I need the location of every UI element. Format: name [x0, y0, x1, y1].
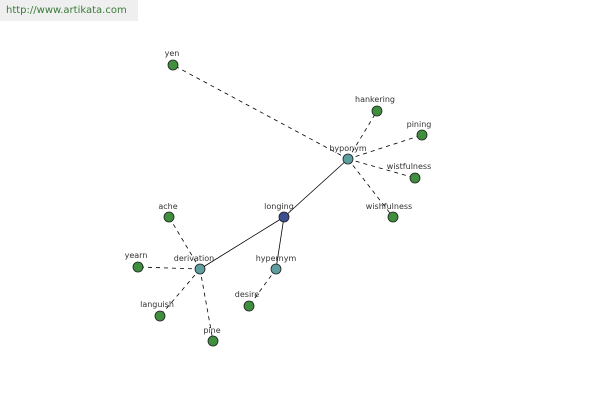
node-label-longing: longing: [264, 202, 294, 211]
node-label-pining: pining: [407, 120, 432, 129]
node-languish[interactable]: languish: [140, 300, 174, 322]
edge-hyponym-wistfulness: [347, 158, 416, 179]
node-desire[interactable]: desire: [235, 290, 260, 312]
node-dot-yearn[interactable]: [132, 261, 144, 273]
node-dot-hankering[interactable]: [371, 105, 383, 117]
node-hankering[interactable]: hankering: [355, 95, 395, 117]
node-label-hyponym: hyponym: [329, 144, 367, 153]
node-label-derivation: derivation: [174, 254, 214, 263]
edge-derivation-languish: [159, 268, 201, 317]
node-label-yen: yen: [165, 49, 180, 58]
watermark-url: http://www.artikata.com: [6, 5, 127, 16]
edge-hyponym-yen: [172, 64, 349, 160]
node-label-wishfulness: wishfulness: [366, 202, 412, 211]
node-label-ache: ache: [158, 202, 177, 211]
node-dot-wishfulness[interactable]: [387, 211, 399, 223]
node-label-yearn: yearn: [125, 251, 148, 260]
edges-layer: [137, 64, 423, 342]
node-dot-hyponym[interactable]: [342, 153, 354, 165]
node-dot-hypernym[interactable]: [270, 263, 282, 275]
node-wistfulness[interactable]: wistfulness: [387, 162, 432, 184]
node-label-desire: desire: [235, 290, 260, 299]
edge-longing-derivation: [199, 216, 285, 270]
node-hyponym[interactable]: hyponym: [329, 144, 367, 165]
node-dot-desire[interactable]: [243, 300, 255, 312]
edge-hyponym-pining: [347, 134, 423, 160]
edge-derivation-yearn: [137, 266, 201, 270]
node-dot-wistfulness[interactable]: [409, 172, 421, 184]
watermark-banner: http://www.artikata.com: [0, 0, 138, 21]
node-label-hypernym: hypernym: [256, 254, 297, 263]
node-hypernym[interactable]: hypernym: [256, 254, 297, 275]
node-dot-pining[interactable]: [416, 129, 428, 141]
edge-derivation-ache: [168, 216, 201, 270]
node-dot-derivation[interactable]: [194, 263, 206, 275]
node-dot-longing[interactable]: [278, 211, 290, 223]
node-derivation[interactable]: derivation: [174, 254, 214, 275]
node-yearn[interactable]: yearn: [125, 251, 148, 273]
node-label-wistfulness: wistfulness: [387, 162, 432, 171]
edge-hypernym-desire: [248, 268, 277, 307]
edge-longing-hyponym: [283, 158, 349, 218]
node-label-pine: pine: [203, 326, 220, 335]
node-pine[interactable]: pine: [203, 326, 221, 347]
node-pining[interactable]: pining: [407, 120, 432, 141]
node-label-hankering: hankering: [355, 95, 395, 104]
node-longing[interactable]: longing: [264, 202, 294, 223]
node-ache[interactable]: ache: [158, 202, 178, 223]
edge-longing-hypernym: [275, 216, 285, 270]
edge-hyponym-hankering: [347, 110, 378, 160]
node-dot-yen[interactable]: [167, 59, 179, 71]
node-label-languish: languish: [140, 300, 174, 309]
node-wishfulness[interactable]: wishfulness: [366, 202, 412, 223]
node-dot-languish[interactable]: [154, 310, 166, 322]
node-dot-pine[interactable]: [207, 335, 219, 347]
node-yen[interactable]: yen: [165, 49, 180, 71]
node-dot-ache[interactable]: [163, 211, 175, 223]
nodes-layer: longing hyponym hypernym derivation yen hanke…: [125, 49, 432, 347]
